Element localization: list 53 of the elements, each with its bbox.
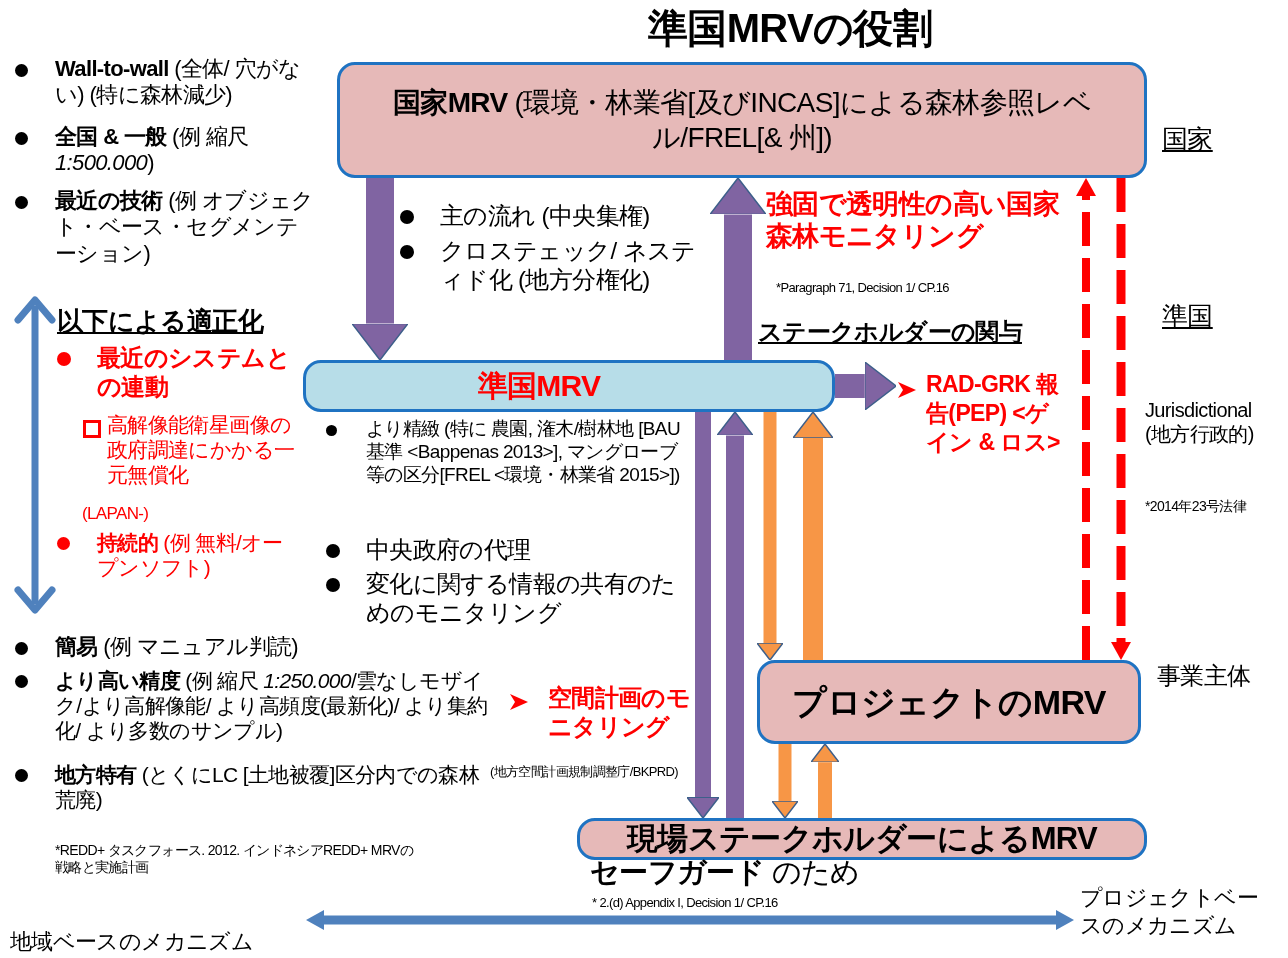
- arrow: [1076, 178, 1096, 660]
- note-text: Jurisdictional (地方行政的): [1145, 398, 1255, 446]
- bullet-text: 全国 & 一般 (例 縮尺 1:500.000): [55, 124, 250, 177]
- bullet-text: 変化に関する情報の共有のためのモニタリング: [366, 570, 677, 628]
- bullet-text: 主の流れ (中央集権): [440, 202, 651, 231]
- box-label: プロジェクトのMRV: [792, 681, 1106, 723]
- note-text: *2014年23号法律: [1145, 498, 1248, 515]
- process-box: [757, 660, 1141, 744]
- box-label: 準国MRV: [477, 368, 601, 405]
- note-text: *Paragraph 71, Decision 1/ CP.16: [776, 280, 950, 296]
- box-label: 現場ステークホルダーによるMRV: [626, 819, 1098, 858]
- arrow: [792, 411, 834, 660]
- bullet-text: 中央政府の代理: [366, 536, 532, 565]
- bullet-text: より高い精度 (例 縮尺 1:250.000/雲なしモザイク/より高解像能/ より高頻度(最新化)/ より集約化/ より多数のサンプル): [55, 668, 489, 744]
- bullet-text: 地方特有 (とくにLC [土地被覆]区分内での森林荒廃): [55, 762, 481, 813]
- note-text: 準国: [1162, 301, 1214, 333]
- arrow: [771, 744, 799, 819]
- arrow: [756, 412, 784, 661]
- process-box: [337, 62, 1147, 178]
- caption-text: 国家: [1162, 124, 1214, 156]
- arrow: [716, 411, 754, 818]
- heading-text: 空間計画のモニタリング: [548, 684, 692, 742]
- arrow: [1111, 178, 1131, 660]
- caption-text: セーフガード のため: [590, 855, 861, 890]
- heading-text: 以下による適正化: [57, 306, 265, 338]
- arrow: [835, 361, 897, 411]
- bullet-text: より精緻 (特に 農園, 潅木/樹林地 [BAU基準 <Bappenas 2013>], マングローブ等の区分[FREL <環境・林業省 2015>]): [366, 418, 681, 487]
- note-text: (地方空間計画規制調整庁/BKPRD): [489, 764, 679, 780]
- bullet-text: クロステェック/ ネスティド化 (地方分権化): [440, 237, 697, 295]
- heading-text: 強固で透明性の高い国家森林モニタリング: [766, 188, 1060, 253]
- title: 準国MRVの役割: [646, 5, 933, 52]
- heading-text: ステークホルダーの関与: [758, 318, 1024, 347]
- box-label: 国家MRV (環境・林業省[及びINCAS]による森林参照レベル/FREL[& 州]): [391, 86, 1093, 155]
- axis-end-label: 地域ベースのメカニズム: [10, 928, 254, 956]
- caption-text: 事業主体: [1157, 662, 1252, 691]
- arrow: [709, 177, 767, 360]
- process-box: [303, 360, 835, 412]
- arrow: [810, 743, 840, 818]
- note-text: *REDD+ タスクフォース. 2012. インドネシアREDD+ MRVの戦略と実施計画: [55, 842, 415, 876]
- arrow: [686, 412, 720, 819]
- arrow: [351, 178, 409, 361]
- process-box: [577, 818, 1147, 860]
- bullet-text: 持続的 (例 無料/オープンソフト): [97, 530, 284, 581]
- note-text: RAD-GRK 報告(PEP) <ゲイン & ロス>: [926, 370, 1061, 457]
- bullet-text: 簡易 (例 マニュアル判読): [55, 634, 299, 661]
- arrow: [306, 910, 1074, 930]
- note-text: (LAPAN-): [82, 504, 150, 525]
- note-text: * 2.(d) Appendix I, Decision 1/ CP.16: [592, 895, 779, 911]
- bullet-text: 最近のシステムとの連動: [97, 344, 291, 402]
- note-text: 高解像能衛星画像の政府調達にかかる一元無償化: [107, 412, 296, 488]
- axis-end-label: プロジェクトベースのメカニズム: [1080, 884, 1259, 939]
- bullet-text: 最近の技術 (例 オブジェクト・ベース・セグメンテーション): [55, 188, 315, 268]
- bullet-text: Wall-to-wall (全体/ 穴がない) (特に森林減少): [55, 56, 302, 109]
